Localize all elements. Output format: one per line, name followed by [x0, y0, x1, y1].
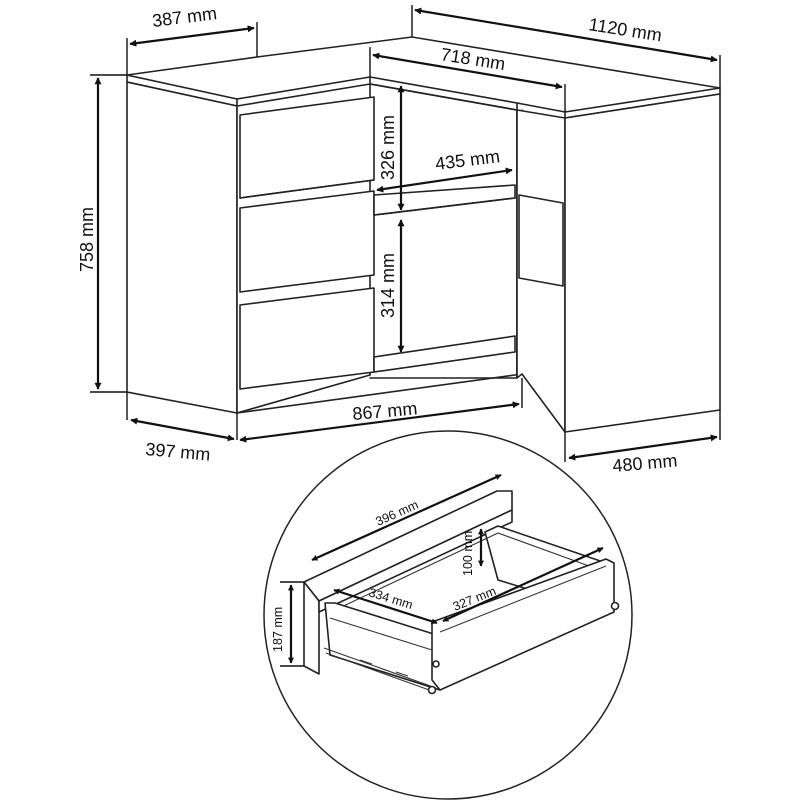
right-drawer: [518, 194, 564, 287]
drawer-detail: 396 mm 100 mm 187 mm 334 mm 327 mm: [263, 430, 633, 800]
dim-314: 314 mm: [378, 253, 398, 318]
drawer-front-3: [239, 287, 375, 390]
drawer-runner: [323, 647, 437, 692]
corner-desk: [126, 36, 721, 433]
dim-480: 480 mm: [612, 450, 679, 476]
dim-435: 435 mm: [434, 146, 501, 174]
dim-758: 758 mm: [77, 207, 97, 272]
dim-397: 397 mm: [145, 439, 212, 465]
dim-187: 187 mm: [271, 607, 285, 652]
left-cabinet-side: [126, 81, 238, 414]
dim-387: 387 mm: [151, 3, 218, 31]
dim-867: 867 mm: [352, 398, 419, 424]
drawer-front-2: [239, 190, 375, 293]
right-pedestal: [564, 93, 721, 433]
dim-100: 100 mm: [461, 531, 475, 576]
bottom-shelf: [373, 335, 516, 373]
dim-326: 326 mm: [378, 115, 398, 180]
